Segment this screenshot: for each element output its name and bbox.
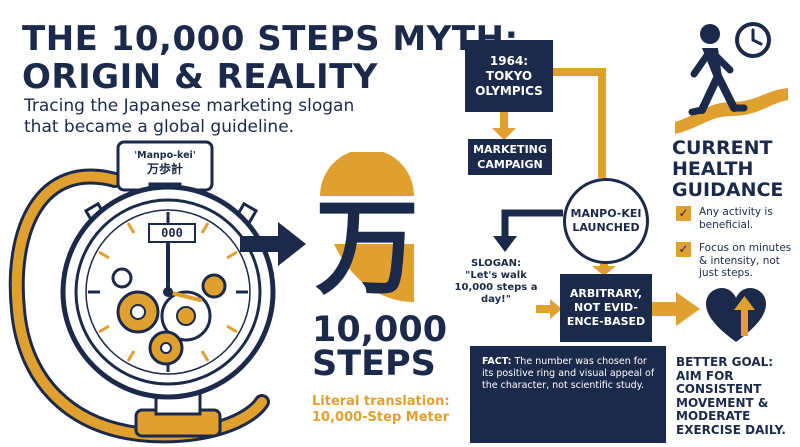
subtitle-line-2: that became a global guideline. [24, 117, 295, 137]
step-counter-display: 000 [148, 223, 196, 243]
guidance-item: ✓ Focus on minutes & intensity, not just… [676, 242, 792, 280]
big-number: 10,000 [312, 310, 448, 350]
slogan-label: SLOGAN: [470, 258, 522, 269]
page-title: THE 10,000 STEPS MYTH: ORIGIN & REALITY [22, 20, 519, 96]
watch-tag-label: 'Manpo-kei' [134, 150, 196, 161]
marketing-campaign-box: MARKETING CAMPAIGN [468, 139, 552, 175]
literal-translation: Literal translation: 10,000-Step Meter [312, 394, 450, 426]
fact-text: The number was chosen for its positive r… [482, 356, 655, 391]
kanji-man-text: 万 [315, 187, 419, 309]
guidance-title: CURRENT HEALTH GUIDANCE [672, 137, 784, 201]
slogan-text: SLOGAN: "Let's walk 10,000 steps a day!" [452, 258, 540, 306]
arbitrary-box: ARBITRARY, NOT EVID- ENCE-BASED [560, 274, 652, 342]
clock-icon [735, 22, 771, 58]
arrow-right-icon [240, 222, 306, 266]
heart-arrow-icon [706, 288, 766, 342]
fact-label: FACT: [482, 356, 512, 367]
guidance-item-text: Focus on minutes & intensity, not just s… [699, 242, 792, 279]
olympics-box: 1964: TOKYO OLYMPICS [465, 40, 553, 112]
watch-icon [8, 140, 276, 444]
watch-kanji-label: 万歩計 [146, 162, 183, 176]
check-icon: ✓ [676, 242, 691, 257]
manpo-kei-launched-circle: MANPO-KEI LAUNCHED [563, 178, 649, 264]
fact-box: FACT: The number was chosen for its posi… [470, 346, 666, 443]
walking-person-icon [675, 24, 788, 134]
kanji-man-graphic: 万 [315, 152, 419, 309]
literal-line-1: Literal translation: [312, 394, 450, 409]
title-line-1: THE 10,000 STEPS MYTH: [22, 19, 519, 59]
title-line-2: ORIGIN & REALITY [22, 57, 378, 97]
page-subtitle: Tracing the Japanese marketing slogan th… [24, 96, 354, 138]
subtitle-line-1: Tracing the Japanese marketing slogan [24, 96, 355, 116]
better-goal-text: BETTER GOAL: AIM FOR CONSISTENT MOVEMENT… [676, 355, 786, 437]
slogan-quote: "Let's walk 10,000 steps a day!" [454, 270, 538, 305]
big-steps: STEPS [312, 344, 436, 384]
literal-line-2: 10,000-Step Meter [312, 410, 449, 425]
check-icon: ✓ [676, 206, 691, 221]
guidance-item-text: Any activity is beneficial. [699, 206, 773, 231]
guidance-item: ✓ Any activity is beneficial. [676, 206, 786, 231]
